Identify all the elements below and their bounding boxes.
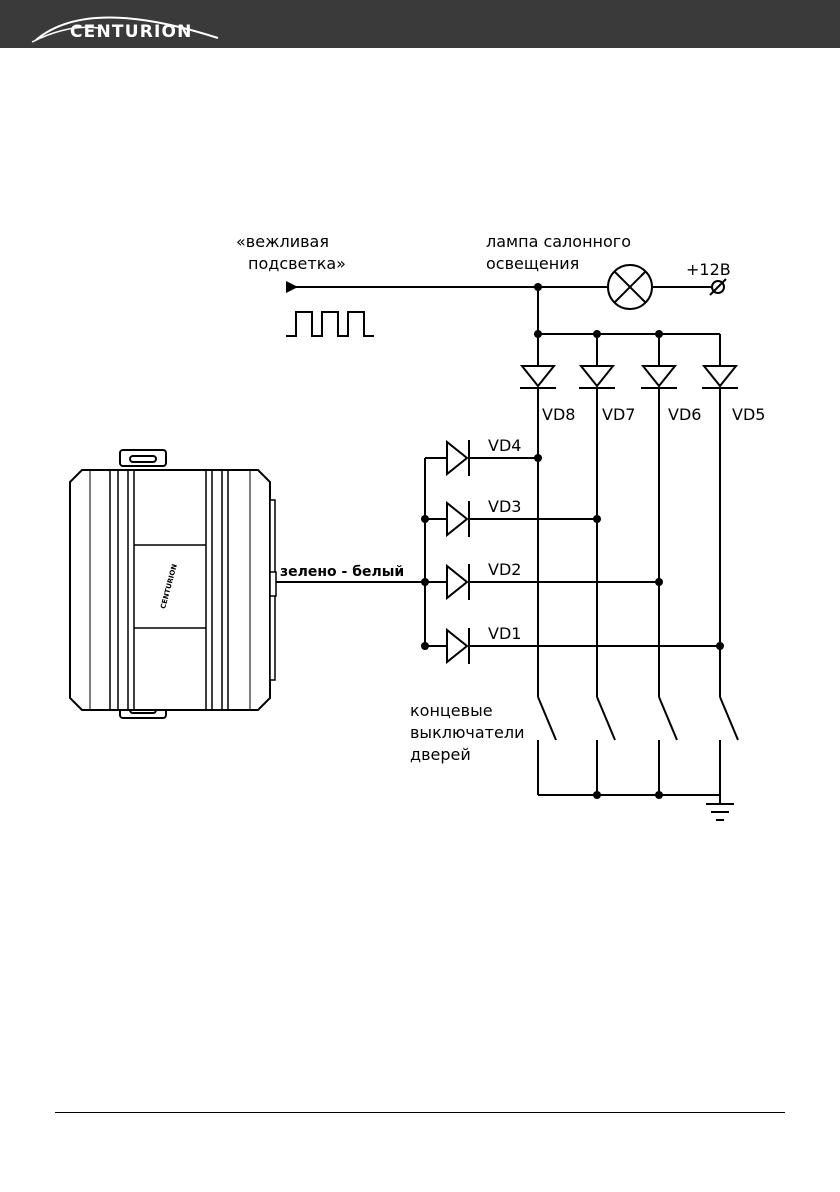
- vd5-label: VD5: [732, 405, 765, 424]
- door-switch-2: [597, 697, 615, 740]
- diode-vd8: [520, 366, 556, 388]
- vd2-label: VD2: [488, 560, 521, 579]
- diode-vd1: [447, 628, 469, 664]
- wire-color-label: зелено - белый: [280, 564, 404, 580]
- pulse-waveform-icon: [286, 312, 374, 336]
- diode-vd6: [641, 366, 677, 388]
- courtesy-light-label-1: «вежливая: [236, 232, 329, 251]
- junction-dots: [421, 283, 724, 799]
- footer-rule: [55, 1112, 785, 1113]
- vd1-label: VD1: [488, 624, 521, 643]
- supply-label: +12В: [686, 260, 731, 279]
- door-switches-label-1: концевые: [410, 701, 493, 720]
- door-switches-label-3: дверей: [410, 745, 471, 764]
- door-switch-1: [538, 697, 556, 740]
- vd7-label: VD7: [602, 405, 635, 424]
- vd3-label: VD3: [488, 497, 521, 516]
- courtesy-light-label-2: подсветка»: [248, 254, 346, 273]
- vd6-label: VD6: [668, 405, 701, 424]
- diode-vd5: [702, 366, 738, 388]
- door-switch-3: [659, 697, 677, 740]
- diode-vd3: [447, 501, 469, 537]
- door-switch-4: [720, 697, 738, 740]
- diode-vd2: [447, 564, 469, 600]
- door-switches-label-2: выключатели: [410, 723, 524, 742]
- lamp-label-1: лампа салонного: [486, 232, 631, 251]
- lamp-label-2: освещения: [486, 254, 579, 273]
- vd4-label: VD4: [488, 436, 521, 455]
- vd8-label: VD8: [542, 405, 575, 424]
- diode-vd4: [447, 440, 469, 476]
- diode-vd7: [579, 366, 615, 388]
- input-arrow-icon: [286, 281, 298, 293]
